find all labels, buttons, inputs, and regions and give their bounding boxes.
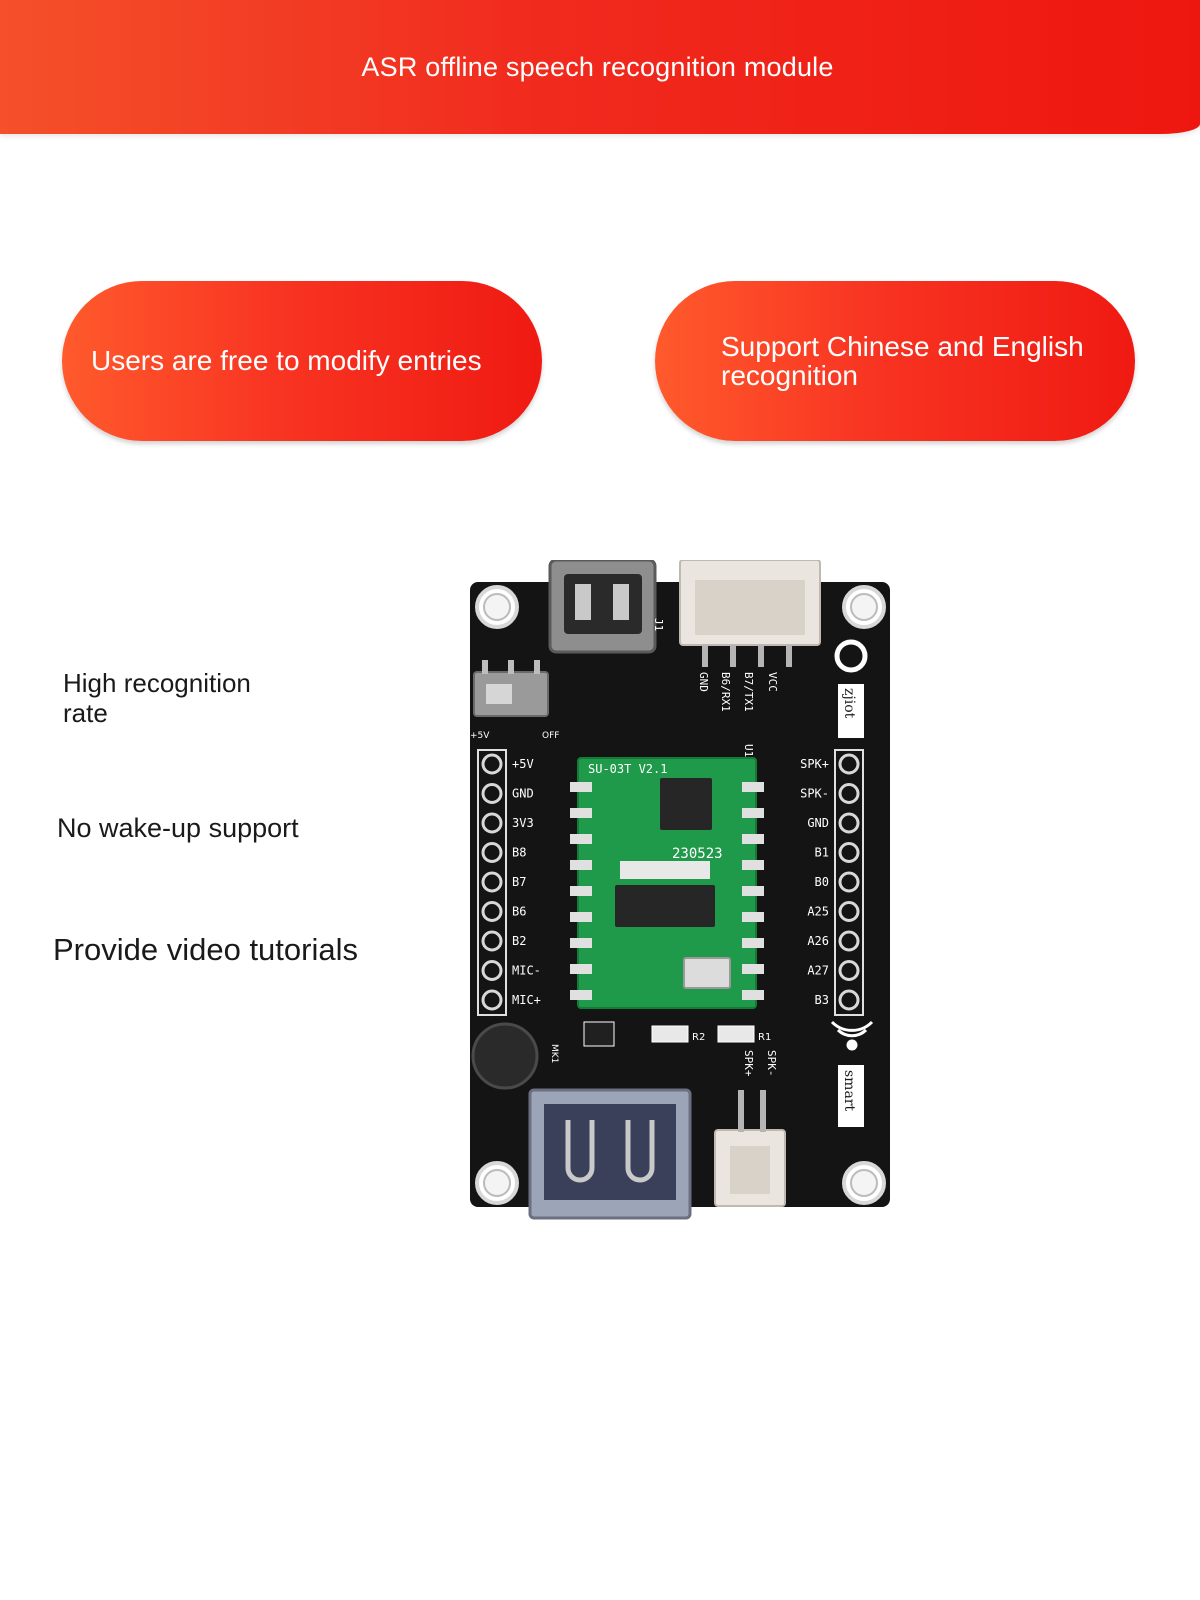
header-pin xyxy=(481,753,503,775)
module-pad xyxy=(742,938,764,948)
feature-pill-modify-entries: Users are free to modify entries xyxy=(62,281,542,441)
usb-c-port-icon xyxy=(548,560,657,654)
header-pin xyxy=(838,753,860,775)
header-pin xyxy=(838,930,860,952)
feature-pill-language-support: Support Chinese and English recognition xyxy=(655,281,1135,441)
zjiot-logo-icon xyxy=(834,639,868,738)
module-pad xyxy=(570,912,592,922)
pin-label: SPK+ xyxy=(800,757,829,771)
usb-a-port-icon xyxy=(528,1088,692,1220)
pin-label: A27 xyxy=(807,964,829,978)
header-pin xyxy=(481,812,503,834)
module-pads xyxy=(570,782,764,1000)
top-pin-label: B7/TX1 xyxy=(742,672,755,712)
top-pin-label: VCC xyxy=(766,672,779,692)
brand-bottom: smart xyxy=(841,1070,857,1111)
smart-label-box xyxy=(838,1065,864,1127)
speaker-connector-icon xyxy=(714,1090,786,1207)
module-pad xyxy=(570,990,592,1000)
pill-label: Support Chinese and English recognition xyxy=(721,331,1084,391)
header-pin xyxy=(838,842,860,863)
left-header-outline xyxy=(477,749,507,1016)
module-pad xyxy=(742,808,764,818)
header-pin xyxy=(481,783,503,804)
module-pad xyxy=(742,834,764,844)
pin-label: B8 xyxy=(512,846,526,860)
module-pad xyxy=(742,990,764,1000)
top-pin-label: B6/RX1 xyxy=(719,672,732,712)
pin-label: 3V3 xyxy=(512,816,534,830)
silk-switch-on: +5V xyxy=(470,731,490,741)
header-pin xyxy=(481,842,503,863)
module-pad xyxy=(742,860,764,870)
pin-label: GND xyxy=(807,816,829,830)
feature-recognition-rate: High recognition rate xyxy=(63,668,251,728)
resistors xyxy=(583,1021,755,1047)
pin-label: SPK- xyxy=(800,787,829,801)
date-code: 230523 xyxy=(672,846,723,862)
module-pad xyxy=(742,886,764,896)
pill-label: Users are free to modify entries xyxy=(91,345,482,376)
pin-label: B3 xyxy=(815,993,829,1007)
header-pin xyxy=(481,901,503,922)
header-pin xyxy=(838,783,860,804)
header-pin xyxy=(838,812,860,834)
module-pad xyxy=(742,912,764,922)
mounting-holes xyxy=(475,585,886,1205)
module-pad xyxy=(570,886,592,896)
header-pin xyxy=(481,930,503,952)
silk-mk1: MK1 xyxy=(549,1044,559,1063)
header-pin xyxy=(481,989,503,1011)
module-label: SU-03T V2.1 xyxy=(588,762,667,776)
pin-label: B7 xyxy=(512,875,526,889)
header-pin xyxy=(838,960,860,981)
feature-wake-up: No wake-up support xyxy=(57,813,299,843)
silk-r1: R1 xyxy=(758,1032,771,1043)
module-pad xyxy=(570,782,592,792)
silk-r2: R2 xyxy=(692,1032,705,1043)
header-pin xyxy=(481,960,503,981)
feature-video-tutorials: Provide video tutorials xyxy=(53,932,358,967)
header-pin xyxy=(838,901,860,922)
pin-label: A25 xyxy=(807,905,829,919)
wireless-signal-icon xyxy=(830,1020,874,1051)
power-switch-icon xyxy=(473,660,549,717)
brand-top: zjiot xyxy=(841,688,857,719)
bottom-pin-label: SPK- xyxy=(765,1050,778,1077)
header-banner: ASR offline speech recognition module xyxy=(0,0,1200,134)
microphone-icon xyxy=(471,1022,539,1090)
uart-connector-icon xyxy=(679,560,821,667)
module-pad xyxy=(570,938,592,948)
silk-j1: J1 xyxy=(652,618,665,631)
pin-label: B2 xyxy=(512,934,526,948)
bottom-pin-label: SPK+ xyxy=(742,1050,755,1077)
top-pin-label: GND xyxy=(697,672,710,692)
pin-label: GND xyxy=(512,787,534,801)
pin-label: MIC- xyxy=(512,964,541,978)
module-pad xyxy=(742,964,764,974)
pin-label: MIC+ xyxy=(512,993,541,1007)
pin-label: B0 xyxy=(815,875,829,889)
su-03t-module xyxy=(577,757,757,1009)
module-pad xyxy=(742,782,764,792)
module-pad xyxy=(570,964,592,974)
right-header-outline xyxy=(834,749,864,1016)
pin-label: +5V xyxy=(512,757,534,771)
page-title: ASR offline speech recognition module xyxy=(361,52,834,82)
module-pad xyxy=(570,860,592,870)
module-pad xyxy=(570,834,592,844)
header-pin xyxy=(481,871,503,893)
header-pin xyxy=(838,871,860,893)
asr-module-board-image: GND B6/RX1 B7/TX1 VCC J1 U1 +5V OFF +5V G… xyxy=(470,560,890,1220)
module-pad xyxy=(570,808,592,818)
pin-label: B6 xyxy=(512,905,526,919)
pin-label: B1 xyxy=(815,846,829,860)
silk-switch-off: OFF xyxy=(542,731,559,741)
silk-u1: U1 xyxy=(742,744,755,757)
pin-label: A26 xyxy=(807,934,829,948)
header-pin xyxy=(838,989,860,1011)
